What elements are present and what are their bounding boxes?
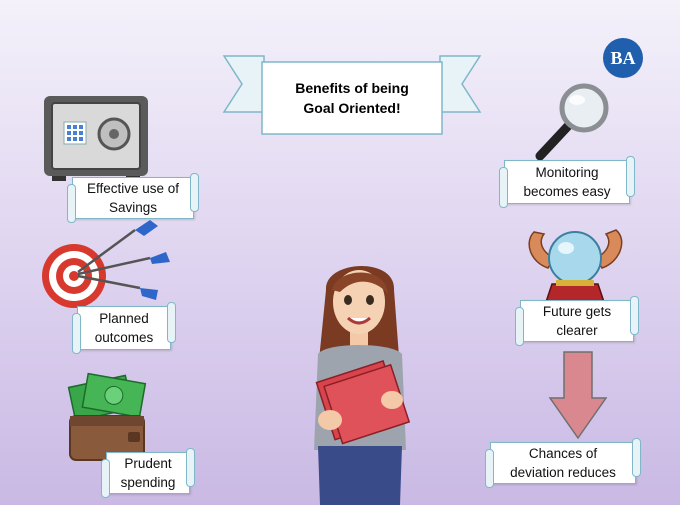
benefit-label: Effective use of Savings bbox=[86, 181, 180, 215]
target-icon bbox=[42, 220, 170, 308]
title-line-1: Benefits of being bbox=[295, 80, 409, 96]
title-banner bbox=[222, 55, 482, 135]
benefit-planned-outcomes: Planned outcomes bbox=[72, 302, 176, 354]
benefit-monitoring-easy: Monitoring becomes easy bbox=[499, 156, 635, 208]
brand-logo: BA bbox=[603, 38, 643, 78]
benefit-label: Future gets clearer bbox=[542, 304, 612, 338]
benefit-prudent-spending: Prudent spending bbox=[101, 448, 195, 498]
title-text: Benefits of being Goal Oriented! bbox=[262, 62, 442, 134]
benefit-future-clearer: Future gets clearer bbox=[515, 296, 639, 346]
benefit-label: Prudent spending bbox=[120, 456, 176, 490]
magnifier-icon bbox=[535, 83, 609, 161]
down-arrow-icon bbox=[548, 351, 608, 440]
safe-icon bbox=[44, 96, 148, 181]
wallet-icon bbox=[67, 372, 147, 461]
benefit-label: Monitoring becomes easy bbox=[523, 165, 611, 199]
benefit-effective-savings: Effective use of Savings bbox=[67, 173, 199, 223]
benefit-label: Chances of deviation reduces bbox=[510, 446, 616, 480]
crystal-ball-icon bbox=[528, 229, 623, 303]
benefit-deviation-reduces: Chances of deviation reduces bbox=[485, 438, 641, 488]
title-line-2: Goal Oriented! bbox=[303, 100, 401, 116]
woman-illustration bbox=[314, 265, 411, 505]
logo-text: BA bbox=[610, 47, 636, 68]
benefit-label: Planned outcomes bbox=[94, 311, 154, 345]
